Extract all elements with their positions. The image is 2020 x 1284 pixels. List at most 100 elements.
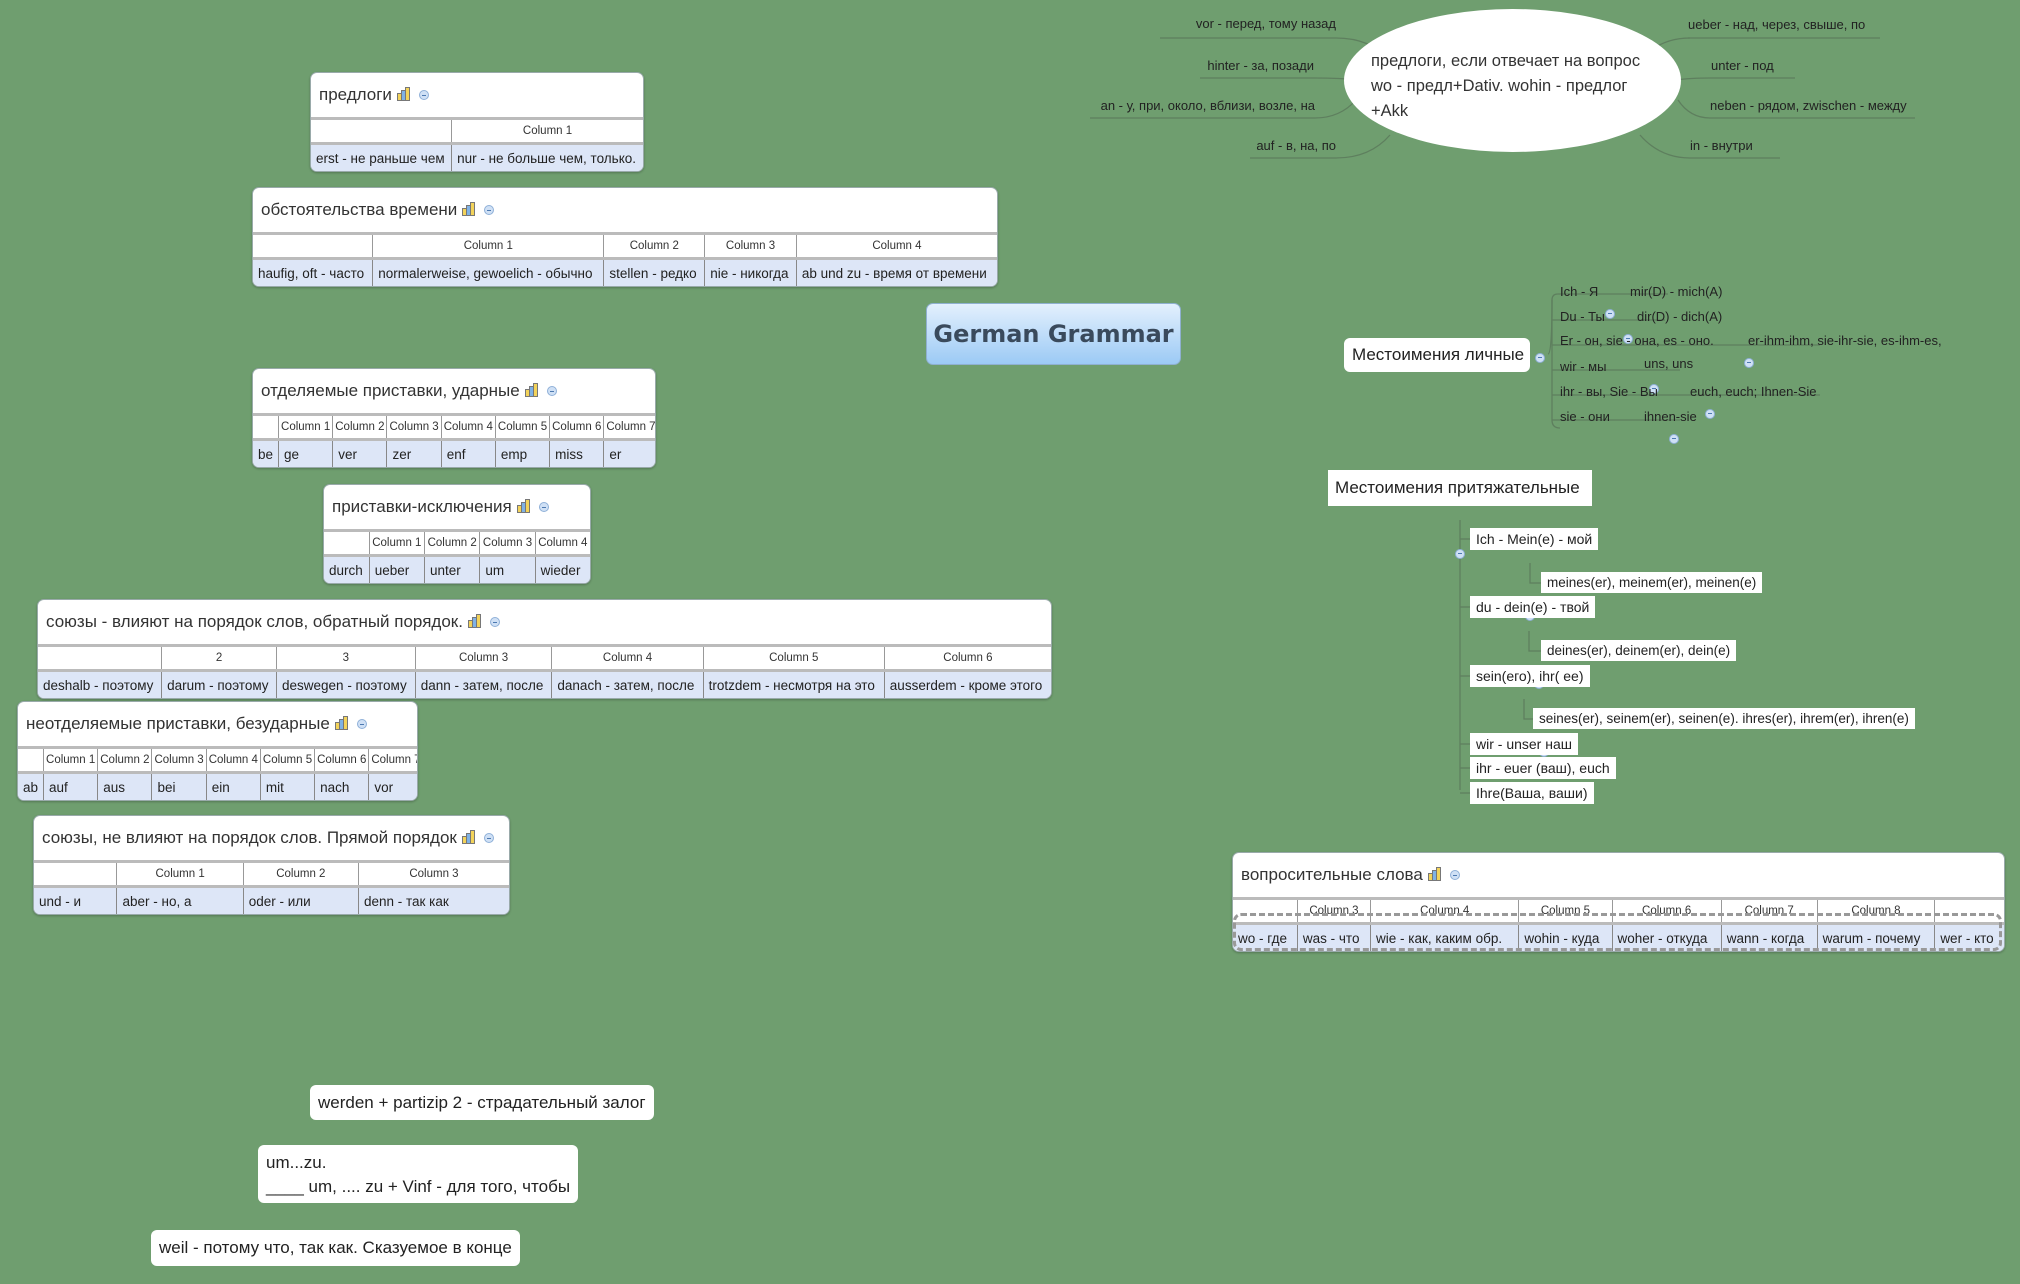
table-cell[interactable]: danach - затем, после [551,670,704,698]
collapse-minus-icon[interactable] [1649,383,1659,394]
personal-pronoun-item[interactable]: sie - они [1560,409,1610,424]
column-header[interactable]: Column 4 [795,233,997,260]
preposition-leaf[interactable]: neben - рядом, zwischen - между [1710,98,1907,113]
table-cell[interactable]: wohin - куда [1518,923,1613,951]
column-header[interactable] [311,118,452,145]
collapse-minus-icon[interactable] [1623,333,1633,344]
possessive-forms[interactable]: seines(er), seinem(er), seinen(e). ihres… [1533,708,1915,729]
table-cell[interactable]: vor [368,772,417,800]
table-cell[interactable]: auf [43,772,98,800]
table-cell[interactable]: deshalb - поэтому [38,670,162,698]
central-topic[interactable]: German Grammar [926,303,1181,365]
table-topic-conjunctions-inverse[interactable]: союзы - влияют на порядок слов, обратный… [37,599,1052,699]
possessive-forms[interactable]: meines(er), meinem(er), meinen(e) [1541,572,1763,593]
table-cell[interactable]: emp [494,439,550,467]
bar-chart-icon[interactable] [461,830,476,844]
possessive-pronoun-item[interactable]: sein(его), ihr( ее) [1470,665,1590,687]
column-header[interactable]: Column 1 [116,861,244,888]
column-header[interactable]: Column 4 [1370,898,1519,925]
pronoun-forms[interactable]: uns, uns [1644,356,1694,371]
table-cell[interactable]: zer [386,439,442,467]
pronoun-forms[interactable]: euch, euch; Ihnen-Sie [1690,384,1817,399]
table-cell[interactable]: aber - но, а [116,886,244,914]
table-cell[interactable]: wann - когда [1720,923,1818,951]
possessive-forms[interactable]: deines(er), deinem(er), dein(e) [1541,640,1737,661]
table-cell[interactable]: denn - так как [357,886,509,914]
pronoun-forms[interactable]: ihnen-sie [1644,409,1697,424]
table-cell[interactable]: aus [97,772,152,800]
column-header[interactable]: Column 3 [414,645,552,672]
table-cell[interactable]: wo - где [1233,923,1298,951]
preposition-leaf[interactable]: in - внутри [1690,138,1753,153]
column-header[interactable]: Column 5 [494,414,550,441]
bar-chart-icon[interactable] [467,614,482,628]
column-header[interactable]: Column 1 [278,414,333,441]
column-header[interactable]: Column 8 [1816,898,1935,925]
collapse-minus-icon[interactable] [1449,870,1460,880]
bar-chart-icon[interactable] [396,87,411,101]
collapse-minus-icon[interactable] [484,205,495,215]
pronoun-forms[interactable]: mir(D) - mich(A) [1630,284,1723,299]
column-header[interactable]: Column 4 [551,645,704,672]
possessive-pronoun-item[interactable]: Ich - Mein(e) - мой [1470,528,1599,550]
preposition-leaf[interactable]: ueber - над, через, свыше, по [1688,17,1866,32]
bar-chart-icon[interactable] [334,716,349,730]
table-cell[interactable]: mit [259,772,315,800]
column-header[interactable]: Column 4 [534,530,590,557]
table-cell[interactable]: nie - никогда [704,258,797,286]
table-topic-conjunctions-direct[interactable]: союзы, не влияют на порядок слов. Прямой… [33,815,510,915]
possessive-pronouns-topic[interactable]: Местоимения притяжательные [1328,470,1592,506]
collapse-minus-icon[interactable] [546,386,557,396]
table-cell[interactable]: ab [18,772,44,800]
column-header[interactable]: Column 3 [479,530,536,557]
column-header[interactable]: Column 6 [883,645,1051,672]
column-header[interactable] [1233,898,1298,925]
table-cell[interactable]: enf [440,439,496,467]
pronoun-forms[interactable]: er-ihm-ihm, sie-ihr-sie, es-ihm-es, [1748,333,1942,348]
column-header[interactable]: Column 3 [357,861,509,888]
preposition-leaf[interactable]: auf - в, на, по [1256,138,1336,153]
table-cell[interactable]: haufig, oft - часто [253,258,373,286]
personal-pronouns-topic[interactable]: Местоимения личные [1344,338,1530,372]
table-cell[interactable]: normalerweise, gewoelich - обычно [372,258,604,286]
table-cell[interactable]: um [479,555,536,583]
column-header[interactable]: Column 5 [702,645,885,672]
preposition-leaf[interactable]: hinter - за, позади [1207,58,1314,73]
collapse-minus-icon[interactable] [1705,408,1715,419]
note-passive-voice[interactable]: werden + partizip 2 - страдательный зало… [310,1085,654,1120]
table-cell[interactable]: ge [278,439,333,467]
personal-pronoun-item[interactable]: Er - он, sie - она, es - оно. [1560,333,1714,348]
table-cell[interactable]: ausserdem - кроме этого [883,670,1051,698]
column-header[interactable]: Column 2 [424,530,480,557]
pronoun-forms[interactable]: dir(D) - dich(A) [1637,309,1723,324]
possessive-pronoun-item[interactable]: du - dein(e) - твой [1470,596,1596,618]
table-cell[interactable]: stellen - редко [603,258,705,286]
column-header[interactable]: Column 2 [97,747,152,774]
collapse-minus-icon[interactable] [1605,308,1615,319]
column-header[interactable] [324,530,370,557]
column-header[interactable]: Column 7 [368,747,417,774]
possessive-pronoun-item[interactable]: Ihre(Ваша, ваши) [1470,782,1594,804]
table-cell[interactable]: durch [324,555,370,583]
column-header[interactable]: Column 5 [1518,898,1613,925]
personal-pronoun-item[interactable]: Ich - Я [1560,284,1599,299]
collapse-minus-icon[interactable] [483,833,494,843]
column-header[interactable] [253,233,373,260]
column-header[interactable]: Column 1 [368,530,425,557]
column-header[interactable]: Column 6 [314,747,369,774]
column-header[interactable] [34,861,117,888]
collapse-minus-icon[interactable] [538,502,549,512]
table-cell[interactable]: wie - как, каким обр. [1370,923,1519,951]
personal-pronoun-item[interactable]: ihr - вы, Sie - Вы [1560,384,1658,399]
column-header[interactable] [1934,898,2004,925]
column-header[interactable] [253,414,279,441]
collapse-minus-icon[interactable] [489,617,500,627]
table-cell[interactable]: miss [549,439,604,467]
column-header[interactable]: Column 7 [1720,898,1818,925]
column-header[interactable]: Column 6 [1611,898,1722,925]
